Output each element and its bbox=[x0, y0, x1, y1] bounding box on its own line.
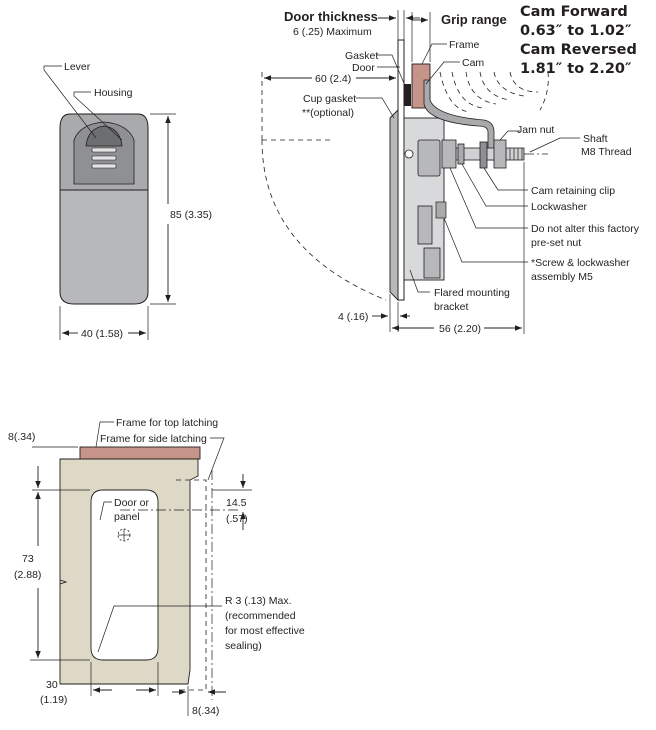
side-offset-dimension: 8(.34) bbox=[172, 686, 226, 717]
side-offset-label: 8(.34) bbox=[192, 705, 219, 717]
cam-swing-outline bbox=[439, 71, 549, 113]
housing-label: Housing bbox=[94, 87, 133, 99]
frame-top-callout: Frame for top latching bbox=[95, 417, 218, 448]
preset-nut-label-2: pre-set nut bbox=[531, 237, 581, 249]
lever-body bbox=[59, 189, 149, 305]
door-panel-callout: Door or panel bbox=[99, 497, 150, 523]
door-panel bbox=[397, 39, 405, 301]
cam-label: Cam bbox=[462, 57, 484, 69]
lockwasher bbox=[457, 143, 465, 165]
grip-range-label: Grip range bbox=[441, 12, 507, 27]
lockwasher-callout: Lockwasher bbox=[461, 163, 588, 213]
jam-nut bbox=[493, 139, 507, 169]
cam-forward-label: Cam Forward bbox=[520, 4, 628, 20]
jam-nut-callout: Jam nut bbox=[499, 124, 554, 141]
center-mark-icon bbox=[117, 528, 131, 542]
depth-dim-label: 56 (2.20) bbox=[439, 323, 481, 335]
depth-dimension: 56 (2.20) bbox=[392, 162, 525, 335]
panel-cutout-view: Frame for top latching Frame for side la… bbox=[8, 417, 305, 717]
m8-thread-label: M8 Thread bbox=[581, 146, 632, 158]
radius-label-1: R 3 (.13) Max. bbox=[225, 595, 292, 607]
screw-assembly bbox=[435, 201, 447, 219]
height-dimension: 85 (3.35) bbox=[150, 113, 212, 305]
lockwasher-label: Lockwasher bbox=[531, 201, 588, 213]
door-panel-label-1: Door or bbox=[114, 497, 150, 509]
frame-top-strip bbox=[79, 446, 201, 460]
lever-swing-arc bbox=[261, 139, 387, 301]
frame-top-label: Frame for top latching bbox=[116, 417, 218, 429]
flared-label-1: Flared mounting bbox=[434, 287, 510, 299]
width-dimension: 40 (1.58) bbox=[59, 306, 149, 340]
preset-nut-label-1: Do not alter this factory bbox=[531, 223, 640, 235]
height-cutout-dimension: 73 (2.88) bbox=[14, 492, 90, 661]
cam-arm bbox=[423, 79, 495, 161]
lever-grip bbox=[85, 125, 123, 169]
housing-callout: Housing bbox=[73, 87, 133, 141]
door-thickness-max-label: 6 (.25) Maximum bbox=[293, 26, 372, 38]
front-view: Lever Housing 85 (3.35) 40 (1.58) bbox=[43, 61, 212, 340]
radius-label-3: for most effective bbox=[225, 625, 305, 637]
flared-label-2: bracket bbox=[434, 301, 469, 313]
gasket-callout: Gasket bbox=[345, 50, 407, 89]
preset-nut bbox=[441, 139, 457, 169]
flared-bracket-callout: Flared mounting bracket bbox=[409, 269, 510, 313]
width-dim-label-1: 30 bbox=[46, 679, 58, 691]
cam-info: Cam Forward 0.63″ to 1.02″ Cam Reversed … bbox=[520, 4, 637, 77]
cup-gasket-note: **(optional) bbox=[302, 107, 354, 119]
clip-callout: Cam retaining clip bbox=[483, 167, 615, 197]
shaft-label: Shaft bbox=[583, 133, 608, 145]
screw-callout: *Screw & lockwasher assembly M5 bbox=[443, 217, 630, 283]
gasket-label: Gasket bbox=[345, 50, 378, 62]
preset-nut-callout: Do not alter this factory pre-set nut bbox=[449, 167, 640, 249]
door-thickness-label: Door thickness bbox=[284, 9, 378, 24]
screw-label-1: *Screw & lockwasher bbox=[531, 257, 630, 269]
center-dim-label-2: (.57) bbox=[226, 513, 248, 525]
cam-clip-label: Cam retaining clip bbox=[531, 185, 615, 197]
cam-callout: Cam bbox=[425, 57, 484, 85]
swing-dimension: 60 (2.4) bbox=[264, 73, 396, 85]
lever-label: Lever bbox=[64, 61, 91, 73]
door-panel-label-2: panel bbox=[114, 511, 140, 523]
side-latch-frame-outline bbox=[176, 479, 207, 691]
radius-callout: R 3 (.13) Max. (recommended for most eff… bbox=[97, 595, 305, 653]
side-view: Door thickness 6 (.25) Maximum Grip rang… bbox=[261, 9, 640, 335]
height-dim-label-2: (2.88) bbox=[14, 569, 41, 581]
door-label: Door bbox=[352, 62, 375, 74]
cup-gasket-label: Cup gasket bbox=[303, 93, 356, 105]
radius-label-4: sealing) bbox=[225, 640, 262, 652]
top-offset-label: 8(.34) bbox=[8, 431, 35, 443]
swing-dim-label: 60 (2.4) bbox=[315, 73, 351, 85]
frame-side-label: Frame for side latching bbox=[100, 433, 207, 445]
shaft-callout: Shaft M8 Thread bbox=[529, 133, 632, 158]
lever-callout: Lever bbox=[43, 61, 97, 139]
cup-gasket-callout: Cup gasket **(optional) bbox=[302, 93, 395, 119]
frame-callout: Frame bbox=[421, 39, 479, 65]
cam-reversed-range: 1.81″ to 2.20″ bbox=[520, 61, 632, 77]
offset-dim-label: 4 (.16) bbox=[338, 311, 368, 323]
center-dimension: 14.5 (.57) bbox=[212, 474, 252, 530]
jam-nut-label: Jam nut bbox=[517, 124, 554, 136]
cam-reversed-label: Cam Reversed bbox=[520, 42, 637, 58]
frame-side-callout: Frame for side latching bbox=[100, 433, 225, 481]
door-callout: Door bbox=[352, 62, 400, 74]
gasket bbox=[404, 84, 411, 106]
side-housing bbox=[389, 108, 399, 302]
center-dim-label-1: 14.5 bbox=[226, 497, 247, 509]
frame-label: Frame bbox=[449, 39, 479, 51]
width-dim-label-2: (1.19) bbox=[40, 694, 67, 706]
front-height-label: 85 (3.35) bbox=[170, 209, 212, 221]
radius-label-2: (recommended bbox=[225, 610, 296, 622]
front-width-label: 40 (1.58) bbox=[81, 328, 123, 340]
height-dim-label-1: 73 bbox=[22, 553, 34, 565]
screw-label-2: assembly M5 bbox=[531, 271, 593, 283]
cam-clip bbox=[479, 141, 488, 169]
cutout-opening bbox=[90, 489, 159, 661]
top-offset-dimension: 8(.34) bbox=[8, 431, 90, 491]
width-cutout-dimension: 30 (1.19) bbox=[40, 662, 159, 706]
cam-forward-range: 0.63″ to 1.02″ bbox=[520, 23, 632, 39]
